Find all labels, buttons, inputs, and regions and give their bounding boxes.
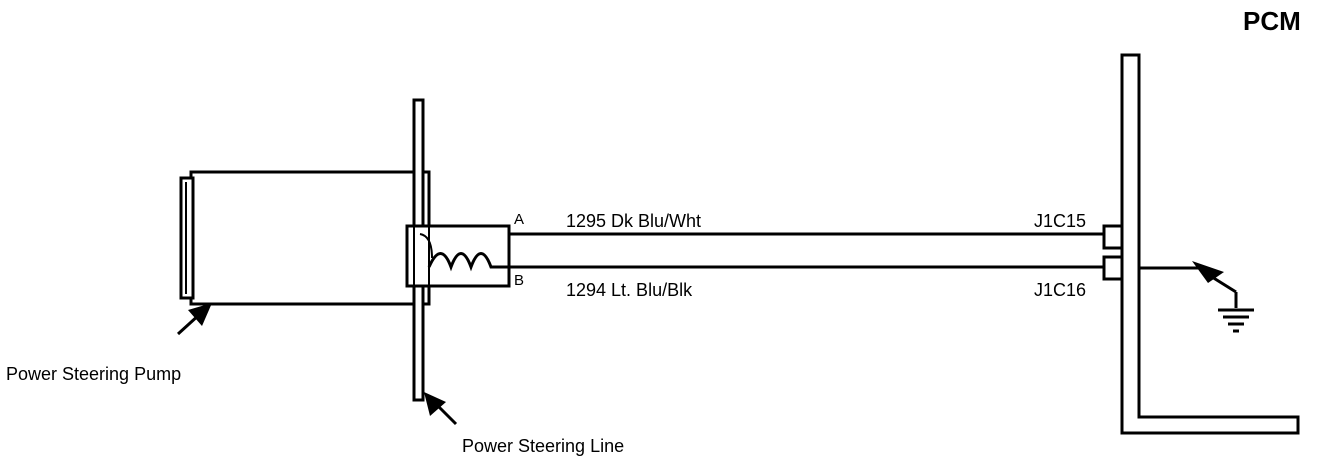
- connector-j1c16-pin: [1102, 255, 1124, 281]
- connector-j1c15-label: J1C15: [1034, 211, 1086, 231]
- pin-b-label: B: [514, 272, 524, 289]
- ground-symbol: [1139, 261, 1254, 333]
- line-label: Power Steering Line: [462, 436, 624, 456]
- wire-1294-label: 1294 Lt. Blu/Blk: [566, 280, 693, 300]
- pin-a-label: A: [514, 211, 524, 228]
- power-steering-pump: [189, 170, 431, 306]
- wire-1295-label: 1295 Dk Blu/Wht: [566, 211, 701, 231]
- pcm-title: PCM: [1243, 6, 1301, 36]
- pump-pointer-arrow: [176, 303, 212, 336]
- pump-label: Power Steering Pump: [6, 364, 181, 384]
- pcm-module: [1120, 53, 1300, 435]
- connector-j1c15-pin: [1102, 224, 1124, 250]
- pressure-switch-coil: [427, 252, 509, 272]
- line-pointer-arrow: [424, 392, 458, 426]
- connector-j1c16-label: J1C16: [1034, 280, 1086, 300]
